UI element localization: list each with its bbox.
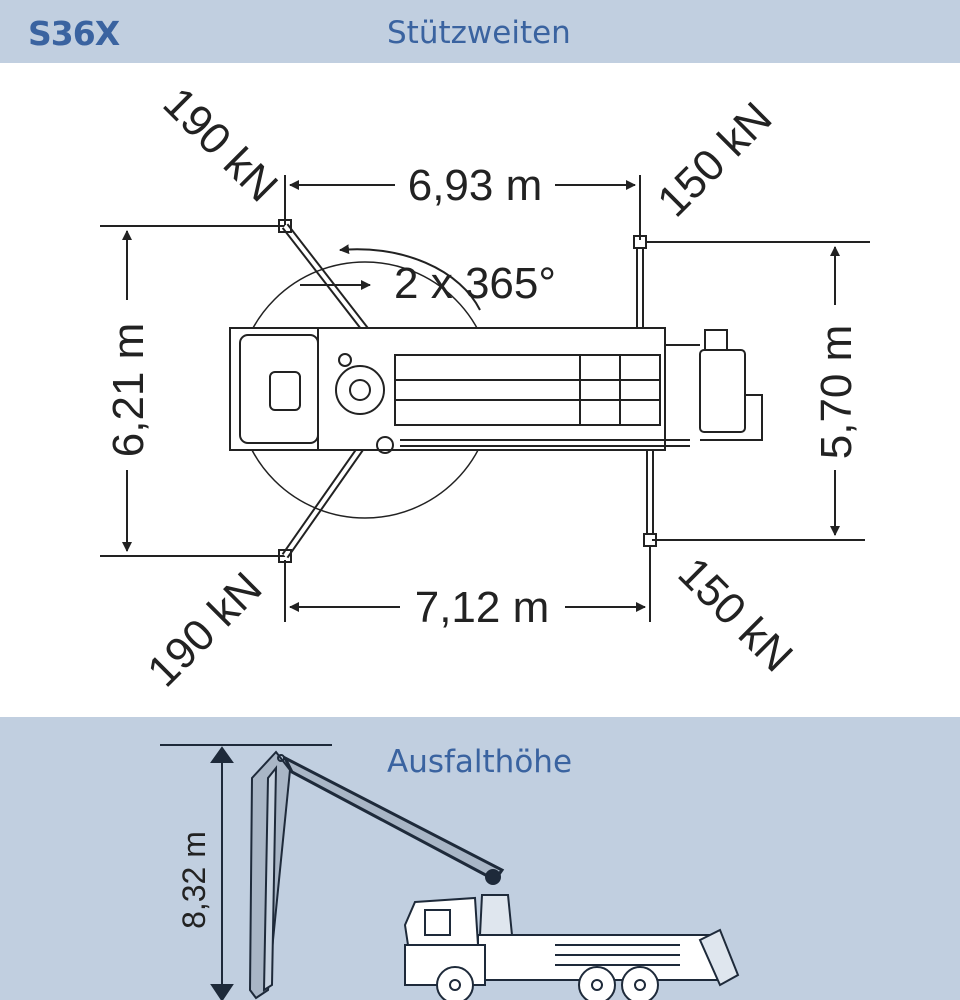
load-front-right: 150 kN xyxy=(648,93,781,226)
outrigger-diagram: 6,93 m 7,12 m 2 x 365° 6,21 m 5,70 m 190… xyxy=(100,78,870,696)
model-name: S36X xyxy=(28,14,120,53)
front-length-label: 6,21 m xyxy=(104,323,153,458)
rear-length-label: 5,70 m xyxy=(812,325,861,460)
rotation-label: 2 x 365° xyxy=(394,259,556,308)
rear-width-label: 7,12 m xyxy=(415,583,550,632)
load-front-left: 190 kN xyxy=(154,78,287,211)
unfold-height-diagram: 8,32 m xyxy=(160,744,740,1000)
unfold-height-panel: 8,32 m Ausfalthöhe xyxy=(0,717,960,1000)
load-rear-right: 150 kN xyxy=(669,548,802,681)
header-bar: S36X Stützweiten xyxy=(0,0,960,63)
unfold-height-label: 8,32 m xyxy=(176,831,212,929)
front-width-label: 6,93 m xyxy=(408,161,543,210)
load-rear-left: 190 kN xyxy=(138,563,271,696)
section-title-unfold-height: Ausfalthöhe xyxy=(387,744,573,780)
section-title-outriggers: Stützweiten xyxy=(387,15,571,51)
